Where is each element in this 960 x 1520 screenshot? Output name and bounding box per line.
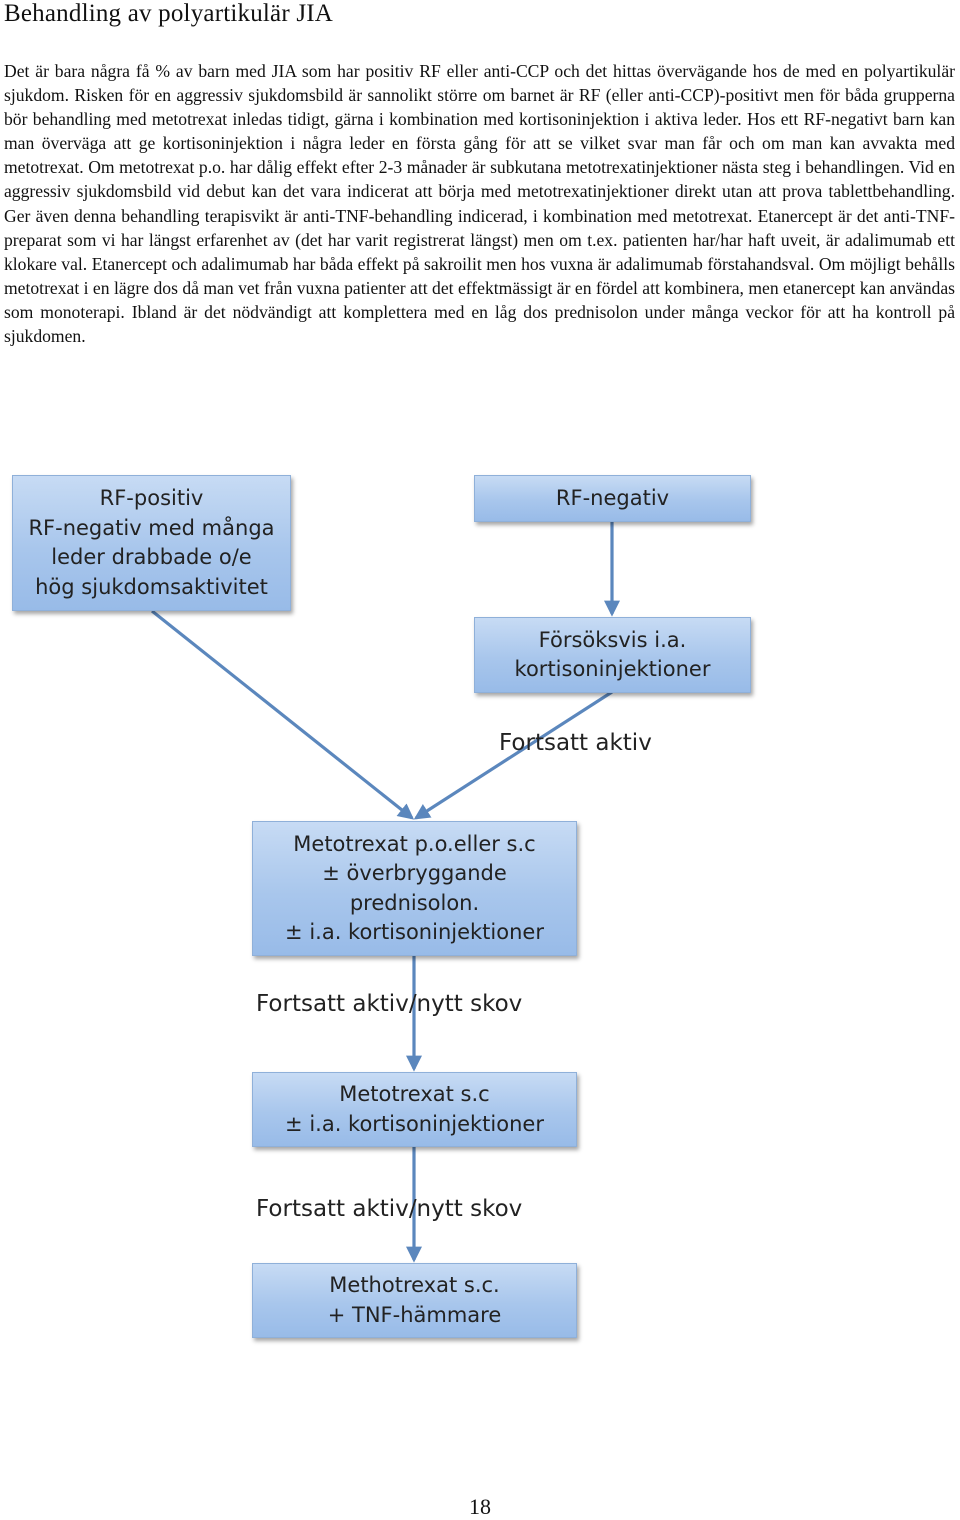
arrow-rfpositive-to-methotrexate bbox=[151, 609, 415, 820]
box-methotrexate-sc-text: Metotrexat s.c ± i.a. kortisoninjektione… bbox=[285, 1082, 544, 1136]
box-methotrexate-po-sc: Metotrexat p.o.eller s.c ± överbryggande… bbox=[252, 821, 577, 956]
box-methotrexate-po-sc-text: Metotrexat p.o.eller s.c ± överbryggande… bbox=[285, 831, 544, 945]
box-rf-positive-text: RF-positiv RF-negativ med många leder dr… bbox=[28, 486, 275, 599]
box-rf-positive: RF-positiv RF-negativ med många leder dr… bbox=[12, 475, 291, 611]
box-cortisone-trial-text: Försöksvis i.a. kortisoninjektioner bbox=[514, 627, 711, 682]
box-rf-negative: RF-negativ bbox=[474, 475, 751, 522]
label-still-active: Fortsatt aktiv bbox=[499, 730, 652, 756]
box-methotrexate-sc: Metotrexat s.c ± i.a. kortisoninjektione… bbox=[252, 1072, 577, 1147]
arrow-cortisone-to-methotrexate bbox=[413, 690, 613, 820]
section-heading: Behandling av polyartikulär JIA bbox=[4, 0, 334, 27]
label-relapse-1: Fortsatt aktiv/nytt skov bbox=[256, 991, 523, 1017]
box-methotrexate-tnf: Methotrexat s.c. + TNF-hämmare bbox=[252, 1263, 577, 1338]
box-rf-negative-text: RF-negativ bbox=[555, 485, 670, 510]
box-methotrexate-tnf-text: Methotrexat s.c. + TNF-hämmare bbox=[327, 1273, 502, 1327]
body-paragraph: Det är bara några få % av barn med JIA s… bbox=[4, 61, 955, 347]
page-number: 18 bbox=[469, 1494, 491, 1519]
box-cortisone-trial: Försöksvis i.a. kortisoninjektioner bbox=[474, 617, 751, 693]
label-relapse-2: Fortsatt aktiv/nytt skov bbox=[256, 1196, 523, 1222]
